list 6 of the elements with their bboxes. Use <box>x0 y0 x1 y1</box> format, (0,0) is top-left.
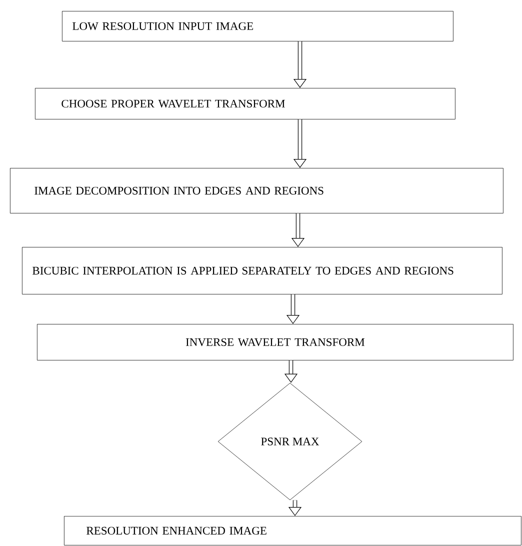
process-box: INVERSE WAVELET TRANSFORM <box>37 324 514 360</box>
process-box: IMAGE DECOMPOSITION INTO EDGES AND REGIONS <box>10 168 504 214</box>
process-box: BICUBIC INTERPOLATION IS APPLIED SEPARATELY TO EDGES AND REGIONS <box>22 247 502 294</box>
process-box: CHOOSE PROPER WAVELET TRANSFORM <box>35 88 456 120</box>
process-box: LOW RESOLUTION INPUT IMAGE <box>62 11 454 42</box>
process-box: RESOLUTION ENHANCED IMAGE <box>64 516 522 546</box>
